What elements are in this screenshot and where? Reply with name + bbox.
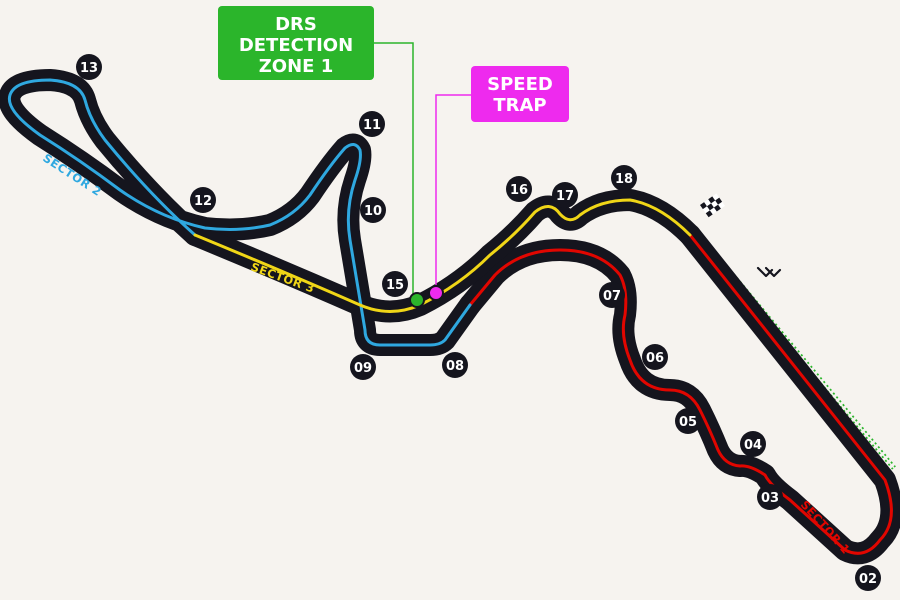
svg-text:06: 06 (646, 351, 664, 366)
turn-badge-03: 03 (757, 484, 783, 510)
drs-line-2: DETECTION (239, 35, 353, 56)
drs-detection-callout: DRS DETECTION ZONE 1 (218, 6, 374, 80)
svg-text:18: 18 (615, 172, 633, 187)
chequered-flag-icon (700, 193, 725, 218)
turn-badge-07: 07 (599, 282, 625, 308)
turn-badge-02: 02 (855, 565, 881, 591)
sector-1-line (468, 233, 893, 555)
svg-text:11: 11 (363, 118, 381, 133)
turn-badge-10: 10 (360, 197, 386, 223)
turn-badge-12: 12 (190, 187, 216, 213)
turn-badge-16: 16 (506, 176, 532, 202)
svg-text:09: 09 (354, 361, 372, 376)
turn-badge-05: 05 (675, 408, 701, 434)
drs-leader-line (370, 42, 414, 296)
svg-text:07: 07 (603, 289, 621, 304)
sector-2-line (7, 78, 472, 347)
sector-3-line (193, 198, 692, 313)
svg-text:03: 03 (761, 491, 779, 506)
svg-text:08: 08 (446, 359, 464, 374)
turn-badge-06: 06 (642, 344, 668, 370)
speed-trap-leader-line (435, 94, 472, 288)
svg-text:05: 05 (679, 415, 697, 430)
turn-badge-13: 13 (76, 54, 102, 80)
turn-badge-04: 04 (740, 431, 766, 457)
svg-text:17: 17 (556, 189, 574, 204)
drs-line-3: ZONE 1 (259, 56, 334, 77)
turn-badge-08: 08 (442, 352, 468, 378)
svg-text:15: 15 (386, 278, 404, 293)
track-asphalt (0, 69, 900, 565)
svg-text:10: 10 (364, 204, 382, 219)
turn-badge-18: 18 (611, 165, 637, 191)
svg-text:04: 04 (744, 438, 762, 453)
turn-badge-17: 17 (552, 182, 578, 208)
svg-text:12: 12 (194, 194, 212, 209)
svg-text:13: 13 (80, 61, 98, 76)
speed-trap-marker (428, 285, 444, 301)
speed-trap-callout: SPEED TRAP (471, 66, 569, 122)
drs-detection-marker (409, 292, 425, 308)
svg-text:02: 02 (859, 572, 877, 587)
turn-badge-11: 11 (359, 111, 385, 137)
drs-line-1: DRS (275, 14, 317, 35)
speed-trap-line-2: TRAP (493, 95, 546, 116)
turn-badge-09: 09 (350, 354, 376, 380)
turn-badge-15: 15 (382, 271, 408, 297)
speed-trap-line-1: SPEED (487, 74, 553, 95)
double-chevron-icon (756, 266, 782, 278)
svg-text:16: 16 (510, 183, 528, 198)
